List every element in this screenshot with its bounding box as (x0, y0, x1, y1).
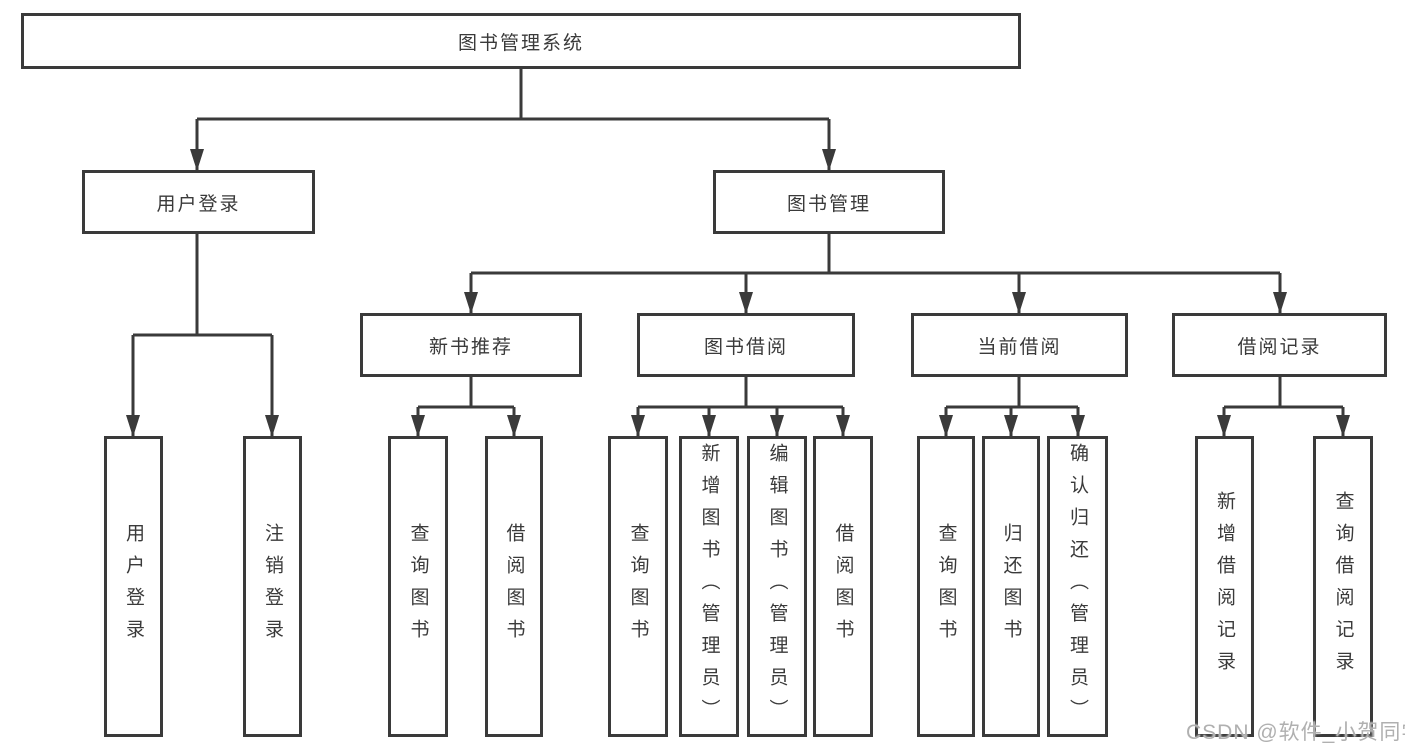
leaf-confirm-return-label: 确认归还（管理员） (1067, 442, 1088, 731)
leaf-query-book-3-label: 查询图书 (935, 522, 957, 651)
leaf-borrow-book-2: 借阅图书 (813, 436, 873, 737)
node-current-borrow: 当前借阅 (911, 313, 1128, 377)
node-new-book-rec-label: 新书推荐 (428, 336, 513, 358)
leaf-edit-book: 编辑图书（管理员） (747, 436, 807, 737)
csdn-watermark: CSDN @软件_小贺同学 (1186, 721, 1405, 744)
leaf-return-book: 归还图书 (982, 436, 1040, 737)
node-root: 图书管理系统 (21, 13, 1021, 69)
node-user-login: 用户登录 (82, 170, 315, 234)
node-user-login-label: 用户登录 (156, 193, 241, 215)
node-new-book-rec: 新书推荐 (360, 313, 582, 377)
leaf-borrow-book-1-label: 借阅图书 (503, 522, 525, 651)
node-book-mgmt: 图书管理 (713, 170, 945, 234)
leaf-logout: 注销登录 (243, 436, 302, 737)
leaf-confirm-return: 确认归还（管理员） (1047, 436, 1108, 737)
leaf-return-book-label: 归还图书 (1000, 522, 1022, 651)
leaf-query-book-2-label: 查询图书 (627, 522, 649, 651)
node-borrow-record: 借阅记录 (1172, 313, 1387, 377)
leaf-add-book-label: 新增图书（管理员） (698, 442, 720, 731)
node-book-mgmt-label: 图书管理 (786, 193, 871, 215)
leaf-edit-book-label: 编辑图书（管理员） (766, 442, 788, 731)
leaf-query-book-1-label: 查询图书 (407, 522, 429, 651)
leaf-borrow-book-2-label: 借阅图书 (832, 522, 854, 651)
leaf-logout-label: 注销登录 (262, 522, 283, 651)
leaf-user-login: 用户登录 (104, 436, 163, 737)
node-book-borrow-label: 图书借阅 (703, 336, 788, 358)
leaf-add-book: 新增图书（管理员） (679, 436, 739, 737)
node-current-borrow-label: 当前借阅 (977, 336, 1062, 358)
leaf-query-book-3: 查询图书 (917, 436, 975, 737)
node-borrow-record-label: 借阅记录 (1237, 336, 1322, 358)
leaf-query-book-1: 查询图书 (388, 436, 448, 737)
leaf-query-record-label: 查询借阅记录 (1332, 490, 1354, 683)
leaf-borrow-book-1: 借阅图书 (485, 436, 543, 737)
leaf-query-book-2: 查询图书 (608, 436, 668, 737)
leaf-query-record: 查询借阅记录 (1313, 436, 1373, 737)
leaf-add-record-label: 新增借阅记录 (1214, 490, 1235, 683)
node-root-label: 图书管理系统 (457, 32, 584, 54)
node-book-borrow: 图书借阅 (637, 313, 855, 377)
leaf-user-login-label: 用户登录 (123, 522, 144, 651)
leaf-add-record: 新增借阅记录 (1195, 436, 1254, 737)
